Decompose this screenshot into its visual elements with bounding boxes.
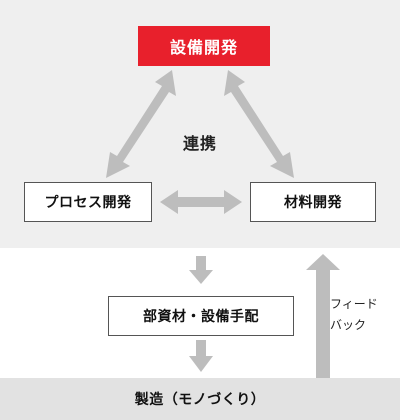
feedback-label-line2: バック <box>330 318 367 332</box>
arrow-down-to-manufacturing <box>189 340 213 372</box>
feedback-label-line1: フィード <box>330 297 378 311</box>
process-development-node: プロセス開発 <box>24 182 152 222</box>
procurement-node: 部資材・設備手配 <box>108 296 294 336</box>
equipment-development-node: 設備開発 <box>138 26 270 66</box>
manufacturing-band <box>0 378 400 420</box>
feedback-arrow <box>306 254 340 378</box>
arrow-equipment-process <box>106 70 176 178</box>
materials-development-node: 材料開発 <box>250 182 376 222</box>
feedback-label: フィード バック <box>330 294 394 336</box>
arrow-process-materials <box>160 190 242 214</box>
arrow-equipment-materials <box>224 70 294 178</box>
arrow-down-to-procurement <box>189 256 213 284</box>
collaboration-label: 連携 <box>182 134 217 153</box>
manufacturing-label: 製造（モノづくり） <box>134 392 266 408</box>
